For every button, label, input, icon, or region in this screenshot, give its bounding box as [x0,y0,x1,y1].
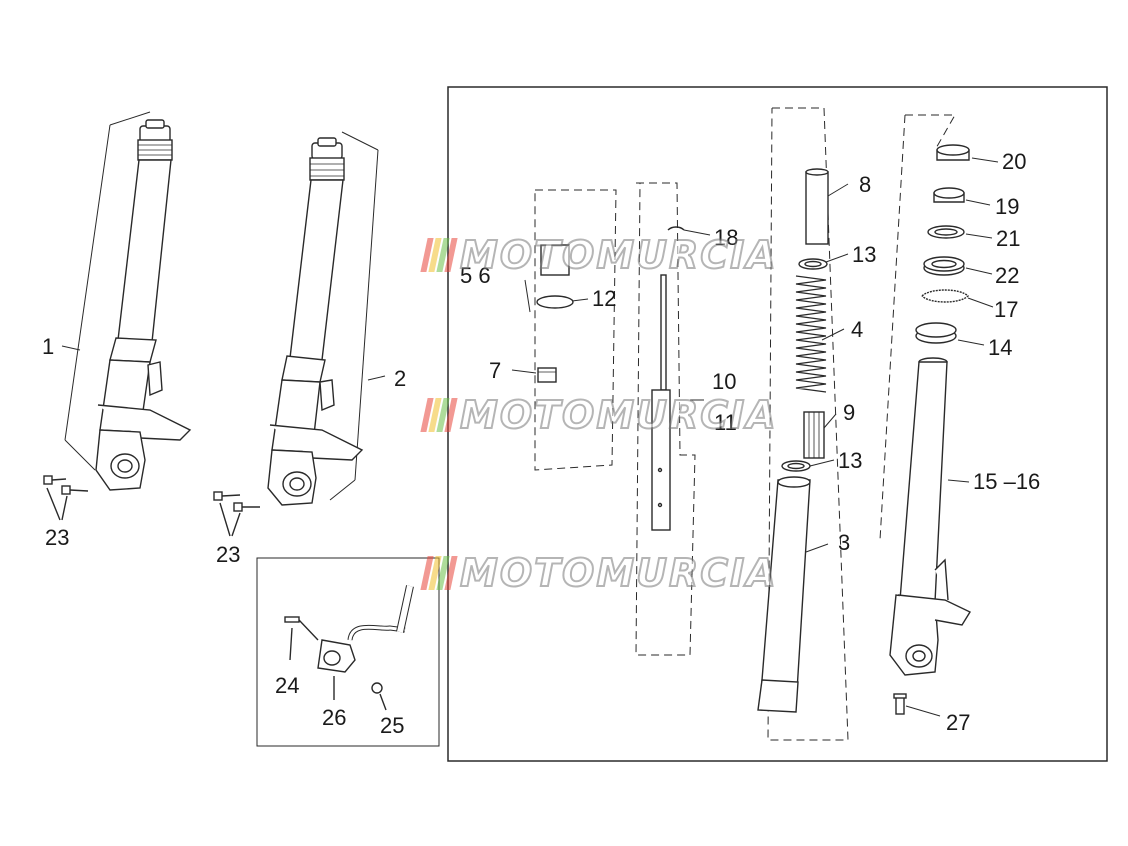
label-24: 24 [275,673,299,698]
watermark-text: MOTOMURCIA [459,392,778,438]
label-8: 8 [859,172,871,197]
label-9: 9 [843,400,855,425]
label-25: 25 [380,713,404,738]
label-27: 27 [946,710,970,735]
leader-lines [61,157,999,717]
label-26: 26 [322,705,346,730]
watermark-text: MOTOMURCIA [459,550,778,596]
spring-coils-4 [795,275,827,393]
sensor-kit-box [256,557,440,747]
watermark-stripes [420,398,458,432]
label-22: 22 [995,263,1019,288]
label-2: 2 [394,366,406,391]
watermark-text: MOTOMURCIA [459,232,778,278]
watermark-stripes [420,556,458,590]
label-1: 1 [42,334,54,359]
label-3: 3 [838,530,850,555]
bolts-23-left [43,475,89,521]
watermark-logo-middle: MOTOMURCIA [420,392,778,438]
label-14: 14 [988,335,1012,360]
label-12: 12 [592,286,616,311]
label-23-right: 23 [216,542,240,567]
label-20: 20 [1002,149,1026,174]
label-18: 18 [714,225,738,250]
part-number-labels: 1 2 3 4 5 6 7 8 9 10 11 12 13 13 14 15 –… [42,149,1040,738]
watermark-logo-bottom: MOTOMURCIA [420,550,778,596]
watermark-stripes [420,238,458,272]
label-7: 7 [489,358,501,383]
label-11: 11 [714,410,737,435]
label-5-6: 5 6 [460,263,491,288]
label-13-bottom: 13 [838,448,862,473]
label-10: 10 [712,369,736,394]
bolts-23-right [213,491,260,537]
label-21: 21 [996,226,1020,251]
label-19: 19 [995,194,1019,219]
watermark-logo-top: MOTOMURCIA [420,232,778,278]
label-4: 4 [851,317,863,342]
label-13-top: 13 [852,242,876,267]
label-15-16: 15 –16 [973,469,1040,494]
fork-leg-assembly-1 [64,111,192,491]
label-17: 17 [994,297,1018,322]
label-23-left: 23 [45,525,69,550]
fork-leg-assembly-2 [267,131,379,506]
